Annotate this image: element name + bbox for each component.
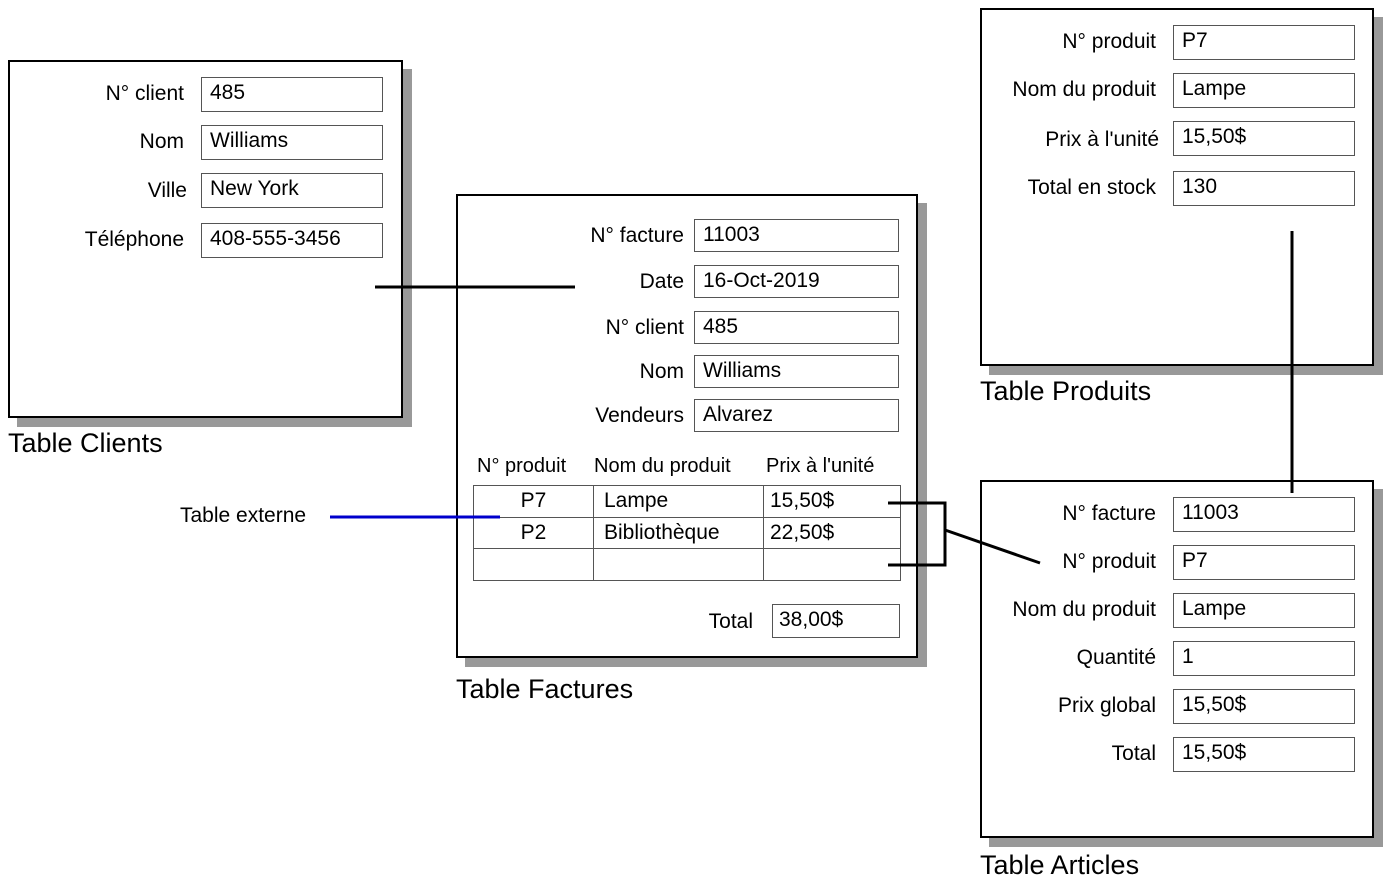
clients-phone-label: Téléphone [84,228,184,251]
factures-invoice-number-label: N° facture [590,224,684,247]
articles-product-name-field: Lampe [1173,593,1355,628]
produits-product-name-field: Lampe [1173,73,1355,108]
factures-client-number-field: 485 [694,311,899,344]
grid-cell [473,548,594,581]
grid-cell: 15,50$ [763,485,901,518]
factures-name-label: Nom [639,360,684,383]
factures-name-field: Williams [694,355,899,388]
articles-quantity-field: 1 [1173,641,1355,676]
produits-stock-field: 130 [1173,171,1355,206]
produits-unit-price-field: 15,50$ [1173,121,1355,156]
factures-grid-header-product-number: N° produit [477,455,567,477]
table-row [473,548,901,581]
factures-line-items-grid: P7 Lampe 15,50$ P2 Bibliothèque 22,50$ [473,485,901,581]
clients-phone-field: 408-555-3456 [201,223,383,258]
articles-quantity-label: Quantité [1076,646,1156,669]
factures-grid-header-product-name: Nom du produit [594,455,731,477]
clients-client-number-label: N° client [105,82,184,105]
grid-cell: Lampe [593,485,764,518]
factures-total-field: 38,00$ [772,604,900,638]
produits-product-number-field: P7 [1173,25,1355,60]
clients-name-label: Nom [139,130,184,153]
articles-global-price-label: Prix global [1057,694,1156,717]
articles-product-number-label: N° produit [1062,550,1156,573]
produits-stock-label: Total en stock [1027,176,1156,199]
factures-date-label: Date [639,270,684,293]
grid-cell [763,548,901,581]
table-clients-caption: Table Clients [8,428,163,458]
articles-total-field: 15,50$ [1173,737,1355,772]
factures-sellers-field: Alvarez [694,399,899,432]
factures-total-label: Total [708,610,753,633]
produits-unit-price-label: Prix à l'unité [1045,128,1159,151]
articles-invoice-number-field: 11003 [1173,497,1355,532]
produits-product-name-label: Nom du produit [1012,78,1156,101]
articles-product-number-field: P7 [1173,545,1355,580]
table-produits-caption: Table Produits [980,376,1152,406]
clients-client-number-field: 485 [201,77,383,112]
table-articles-caption: Table Articles [980,850,1140,880]
grid-cell [593,548,764,581]
clients-name-field: Williams [201,125,383,160]
grid-cell: P7 [473,485,594,518]
produits-product-number-label: N° produit [1062,30,1156,53]
articles-global-price-field: 15,50$ [1173,689,1355,724]
factures-grid-header-unit-price: Prix à l'unité [766,455,875,477]
grid-cell: 22,50$ [763,516,901,550]
factures-sellers-label: Vendeurs [595,404,684,427]
articles-total-label: Total [1111,742,1156,765]
grid-cell: P2 [473,516,594,550]
factures-client-number-label: N° client [605,316,684,339]
clients-city-label: Ville [147,179,187,202]
articles-product-name-label: Nom du produit [1012,598,1156,621]
table-factures-caption: Table Factures [456,674,634,704]
table-row: P7 Lampe 15,50$ [473,485,901,518]
external-table-annotation: Table externe [180,504,307,527]
articles-invoice-number-label: N° facture [1062,502,1156,525]
factures-invoice-number-field: 11003 [694,219,899,252]
clients-city-field: New York [201,173,383,208]
factures-date-field: 16-Oct-2019 [694,265,899,298]
table-row: P2 Bibliothèque 22,50$ [473,516,901,550]
grid-cell: Bibliothèque [593,516,764,550]
